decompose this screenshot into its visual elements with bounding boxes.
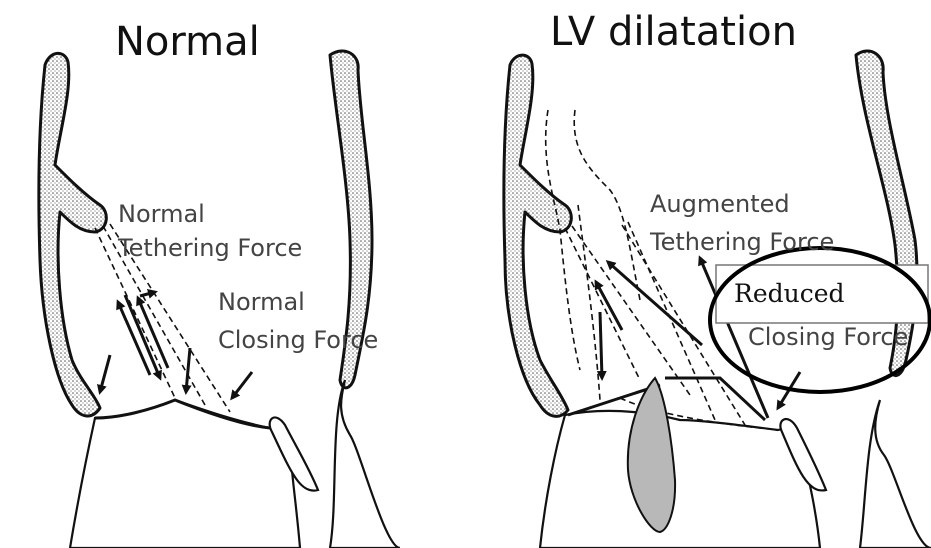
title-lv-dilatation: LV dilatation xyxy=(550,9,797,55)
left-septal-wall xyxy=(39,53,106,416)
left-tethering-label-line1: Normal xyxy=(118,200,205,228)
right-tethering-label-line2: Tethering Force xyxy=(649,228,834,256)
right-dilated-contour-2 xyxy=(574,110,640,300)
left-aortic-leaflet xyxy=(330,380,400,548)
left-posterior-leaflet xyxy=(70,400,300,548)
left-closing-arrow-3 xyxy=(232,372,252,398)
left-tethering-arrow-head xyxy=(140,292,155,296)
right-dilated-contour-3 xyxy=(578,205,600,400)
right-closing-arrow-1 xyxy=(600,312,602,378)
title-normal: Normal xyxy=(115,19,260,65)
left-tethering-label-line2: Tethering Force xyxy=(117,234,302,262)
left-closing-arrow-2 xyxy=(186,348,190,392)
right-aortic-leaflet xyxy=(860,400,931,548)
right-leaflet-line-2 xyxy=(665,378,765,420)
right-posterior-leaflet xyxy=(540,411,820,548)
reduced-callout-text: Reduced xyxy=(734,279,845,308)
left-closing-arrow-1 xyxy=(100,355,110,392)
right-tethering-label-line1: Augmented xyxy=(650,190,790,218)
right-tethering-arrow-up-2 xyxy=(608,262,702,345)
right-closing-label: Closing Force xyxy=(748,323,908,351)
right-dilated-contour-1 xyxy=(546,110,580,370)
left-closing-label-line1: Normal xyxy=(218,288,305,316)
left-closing-label-line2: Closing Force xyxy=(218,326,378,354)
right-septal-wall xyxy=(504,55,571,416)
